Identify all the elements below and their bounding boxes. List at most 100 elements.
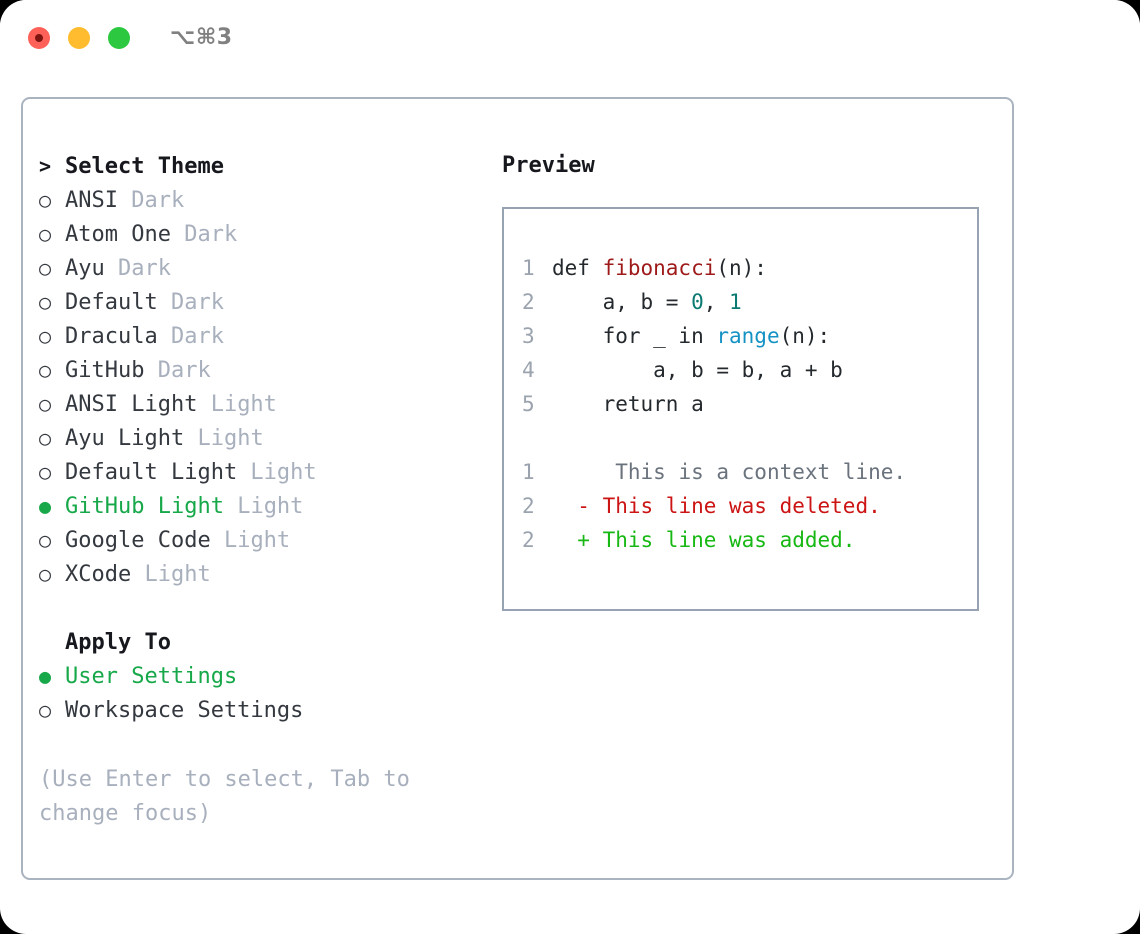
theme-option-ansi-light[interactable]: ○ ANSI Light Light	[39, 387, 469, 421]
radio-unselected-icon[interactable]: ○	[39, 562, 52, 586]
code-token: 0	[691, 290, 704, 314]
diff-sign: -	[552, 494, 590, 518]
theme-option-google-code[interactable]: ○ Google Code Light	[39, 523, 469, 557]
radio-unselected-icon[interactable]: ○	[39, 256, 52, 280]
radio-unselected-icon[interactable]: ○	[39, 460, 52, 484]
code-token: for _ in	[552, 324, 717, 348]
diff-line-number: 2	[522, 494, 535, 518]
close-button[interactable]	[28, 27, 50, 49]
theme-selection-column: > Select Theme ○ANSI Dark○Atom One Dark○…	[39, 149, 469, 831]
radio-selected-icon[interactable]: ●	[39, 494, 52, 518]
theme-option-label: Atom One	[65, 222, 171, 247]
theme-variant-badge: Light	[131, 562, 211, 587]
main-panel: > Select Theme ○ANSI Dark○Atom One Dark○…	[21, 97, 1014, 880]
code-token: return a	[552, 392, 704, 416]
apply-to-option-label: Workspace Settings	[65, 698, 304, 723]
theme-option-default[interactable]: ○ Default Dark	[39, 285, 469, 319]
code-token: 1	[729, 290, 742, 314]
theme-option-label: Google Code	[65, 528, 211, 553]
apply-to-marker	[39, 625, 65, 659]
theme-option-github-light[interactable]: ●GitHub Light Light	[39, 489, 469, 523]
diff-line-text: This line was added.	[589, 528, 856, 552]
radio-unselected-icon[interactable]: ○	[39, 528, 52, 552]
theme-option-label: Default	[65, 290, 158, 315]
theme-option-list: ○ANSI Dark○Atom One Dark○Ayu Dark○Defaul…	[39, 183, 469, 591]
theme-variant-badge: Dark	[157, 324, 224, 349]
select-theme-header: > Select Theme	[39, 149, 469, 183]
radio-unselected-icon[interactable]: ○	[39, 188, 52, 212]
radio-unselected-icon[interactable]: ○	[39, 358, 52, 382]
diff-line-text: This line was deleted.	[589, 494, 881, 518]
code-line-content: a, b = b, a + b	[552, 353, 843, 387]
theme-option-label: XCode	[65, 562, 132, 587]
code-line-number: 3	[522, 324, 535, 348]
theme-option-label: Dracula	[65, 324, 158, 349]
theme-option-ayu-light[interactable]: ○ Ayu Light Light	[39, 421, 469, 455]
theme-variant-badge: Dark	[117, 188, 185, 213]
code-line: 3 for _ in range(n):	[522, 319, 977, 353]
theme-option-ansi[interactable]: ○ ANSI Dark	[39, 183, 469, 217]
theme-variant-badge: Light	[223, 494, 304, 519]
apply-to-title: Apply To	[65, 630, 171, 655]
theme-variant-badge: Light	[210, 528, 291, 553]
code-token: a, b = b, a + b	[552, 358, 843, 382]
keyboard-shortcut-label: ⌥⌘3	[170, 25, 233, 50]
theme-option-label: ANSI	[65, 188, 118, 213]
diff-line-text: This is a context line.	[589, 460, 907, 484]
theme-variant-badge: Light	[184, 426, 264, 451]
code-diff-spacer	[522, 421, 977, 455]
theme-variant-badge: Light	[197, 392, 277, 417]
code-line-number: 5	[522, 392, 535, 416]
code-token: a, b =	[552, 290, 692, 314]
code-line-content: a, b = 0, 1	[552, 285, 742, 319]
theme-variant-badge: Light	[237, 460, 317, 485]
apply-to-header: Apply To	[39, 625, 469, 659]
radio-unselected-icon[interactable]: ○	[39, 290, 52, 314]
apply-to-option-workspace-settings[interactable]: ○ Workspace Settings	[39, 693, 469, 727]
code-line: 1 def fibonacci(n):	[522, 251, 977, 285]
code-line-number: 1	[522, 256, 535, 280]
radio-unselected-icon[interactable]: ○	[39, 426, 52, 450]
radio-unselected-icon[interactable]: ○	[39, 698, 52, 722]
radio-selected-icon[interactable]: ●	[39, 664, 52, 688]
theme-variant-badge: Dark	[144, 358, 211, 383]
code-line-number: 2	[522, 290, 535, 314]
code-line-content: for _ in range(n):	[552, 319, 831, 353]
code-line-content: def fibonacci(n):	[552, 251, 767, 285]
theme-option-dracula[interactable]: ○ Dracula Dark	[39, 319, 469, 353]
radio-unselected-icon[interactable]: ○	[39, 324, 52, 348]
theme-option-ayu[interactable]: ○Ayu Dark	[39, 251, 469, 285]
theme-option-label: Ayu Light	[65, 426, 185, 451]
theme-option-atom-one[interactable]: ○ Atom One Dark	[39, 217, 469, 251]
apply-to-option-user-settings[interactable]: ●User Settings	[39, 659, 469, 693]
theme-option-label: Ayu	[65, 256, 105, 281]
minimize-button[interactable]	[68, 27, 90, 49]
theme-variant-badge: Dark	[157, 290, 224, 315]
radio-unselected-icon[interactable]: ○	[39, 392, 52, 416]
diff-line-number: 1	[522, 460, 535, 484]
code-line: 5 return a	[522, 387, 977, 421]
theme-option-label: GitHub	[65, 358, 145, 383]
select-theme-title: Select Theme	[65, 154, 224, 179]
radio-unselected-icon[interactable]: ○	[39, 222, 52, 246]
theme-variant-badge: Dark	[170, 222, 238, 247]
diff-line-del: 2 - This line was deleted.	[522, 489, 977, 523]
theme-option-default-light[interactable]: ○Default Light Light	[39, 455, 469, 489]
theme-option-label: ANSI Light	[65, 392, 198, 417]
preview-title: Preview	[502, 153, 595, 178]
code-token: range	[716, 324, 780, 348]
diff-line-number: 2	[522, 528, 535, 552]
diff-line-add: 2 + This line was added.	[522, 523, 977, 557]
theme-option-github[interactable]: ○ GitHub Dark	[39, 353, 469, 387]
title-bar: ⌥⌘3	[0, 0, 1140, 78]
code-line: 4 a, b = b, a + b	[522, 353, 977, 387]
theme-option-xcode[interactable]: ○ XCode Light	[39, 557, 469, 591]
diff-sign	[552, 455, 590, 489]
diff-line-ctx: 1 This is a context line.	[522, 455, 977, 489]
keyboard-hint-text: (Use Enter to select, Tab to change focu…	[39, 767, 410, 826]
code-line-content: return a	[552, 387, 704, 421]
maximize-button[interactable]	[108, 27, 130, 49]
